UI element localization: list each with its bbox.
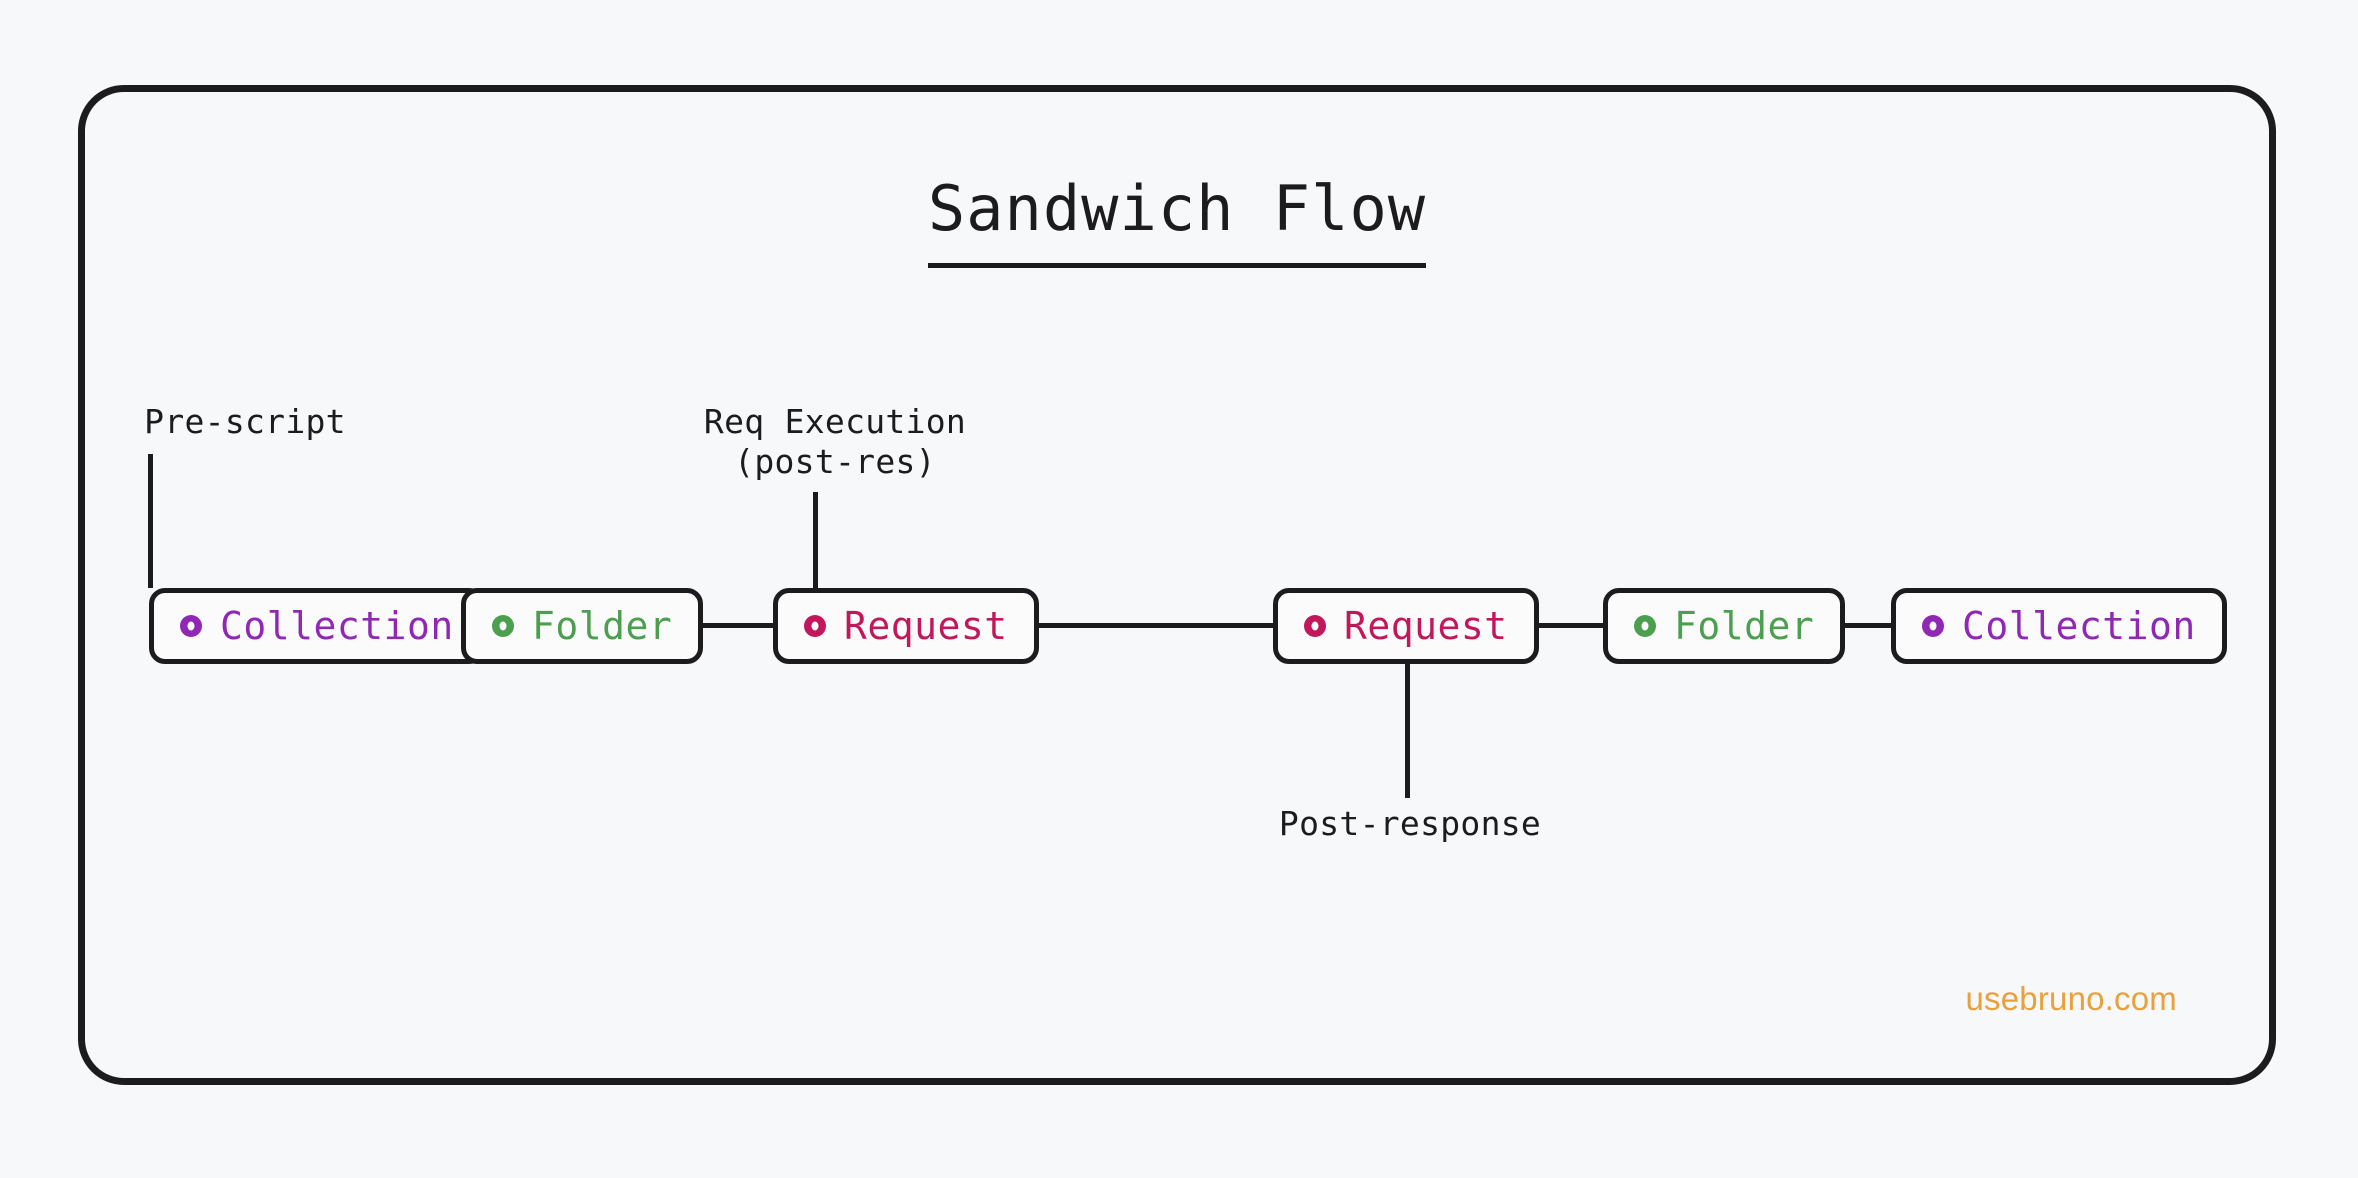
node-collection-right[interactable]: Collection — [1891, 588, 2227, 664]
circle-dot-icon — [804, 615, 826, 637]
circle-dot-icon — [1634, 615, 1656, 637]
circle-dot-icon — [1922, 615, 1944, 637]
connector-request-folder-right — [1481, 623, 1605, 628]
page-title: Sandwich Flow — [85, 172, 2269, 268]
circle-dot-icon — [492, 615, 514, 637]
connector-pre-script — [148, 454, 153, 588]
node-request-left[interactable]: Request — [773, 588, 1039, 664]
circle-dot-icon — [1304, 615, 1326, 637]
annotation-post-response: Post-response — [1278, 804, 1542, 843]
annotation-pre-script: Pre-script — [144, 402, 346, 441]
node-label: Collection — [1962, 604, 2196, 648]
connector-request-request — [963, 623, 1273, 628]
node-chain: Collection Folder Request Request Folder… — [85, 588, 2269, 668]
node-label: Folder — [532, 604, 673, 648]
connector-post-response — [1405, 664, 1410, 798]
node-folder-left[interactable]: Folder — [461, 588, 704, 664]
connector-req-execution — [813, 492, 818, 626]
node-folder-right[interactable]: Folder — [1603, 588, 1846, 664]
node-label: Collection — [220, 604, 454, 648]
node-request-right[interactable]: Request — [1273, 588, 1539, 664]
annotation-req-execution-line2: (post-res) — [734, 442, 936, 482]
node-label: Request — [844, 604, 1008, 648]
page-title-text: Sandwich Flow — [927, 172, 1427, 268]
node-collection-left[interactable]: Collection — [149, 588, 485, 664]
annotation-req-execution: Req Execution (post-res) — [685, 402, 985, 483]
node-label: Request — [1344, 604, 1508, 648]
circle-dot-icon — [180, 615, 202, 637]
connector-folder-request-left — [653, 623, 773, 628]
diagram-frame: Sandwich Flow Pre-script Req Execution (… — [78, 85, 2276, 1085]
node-label: Folder — [1674, 604, 1815, 648]
annotation-req-execution-line1: Req Execution — [703, 402, 967, 441]
watermark-usebruno[interactable]: usebruno.com — [1965, 980, 2177, 1017]
